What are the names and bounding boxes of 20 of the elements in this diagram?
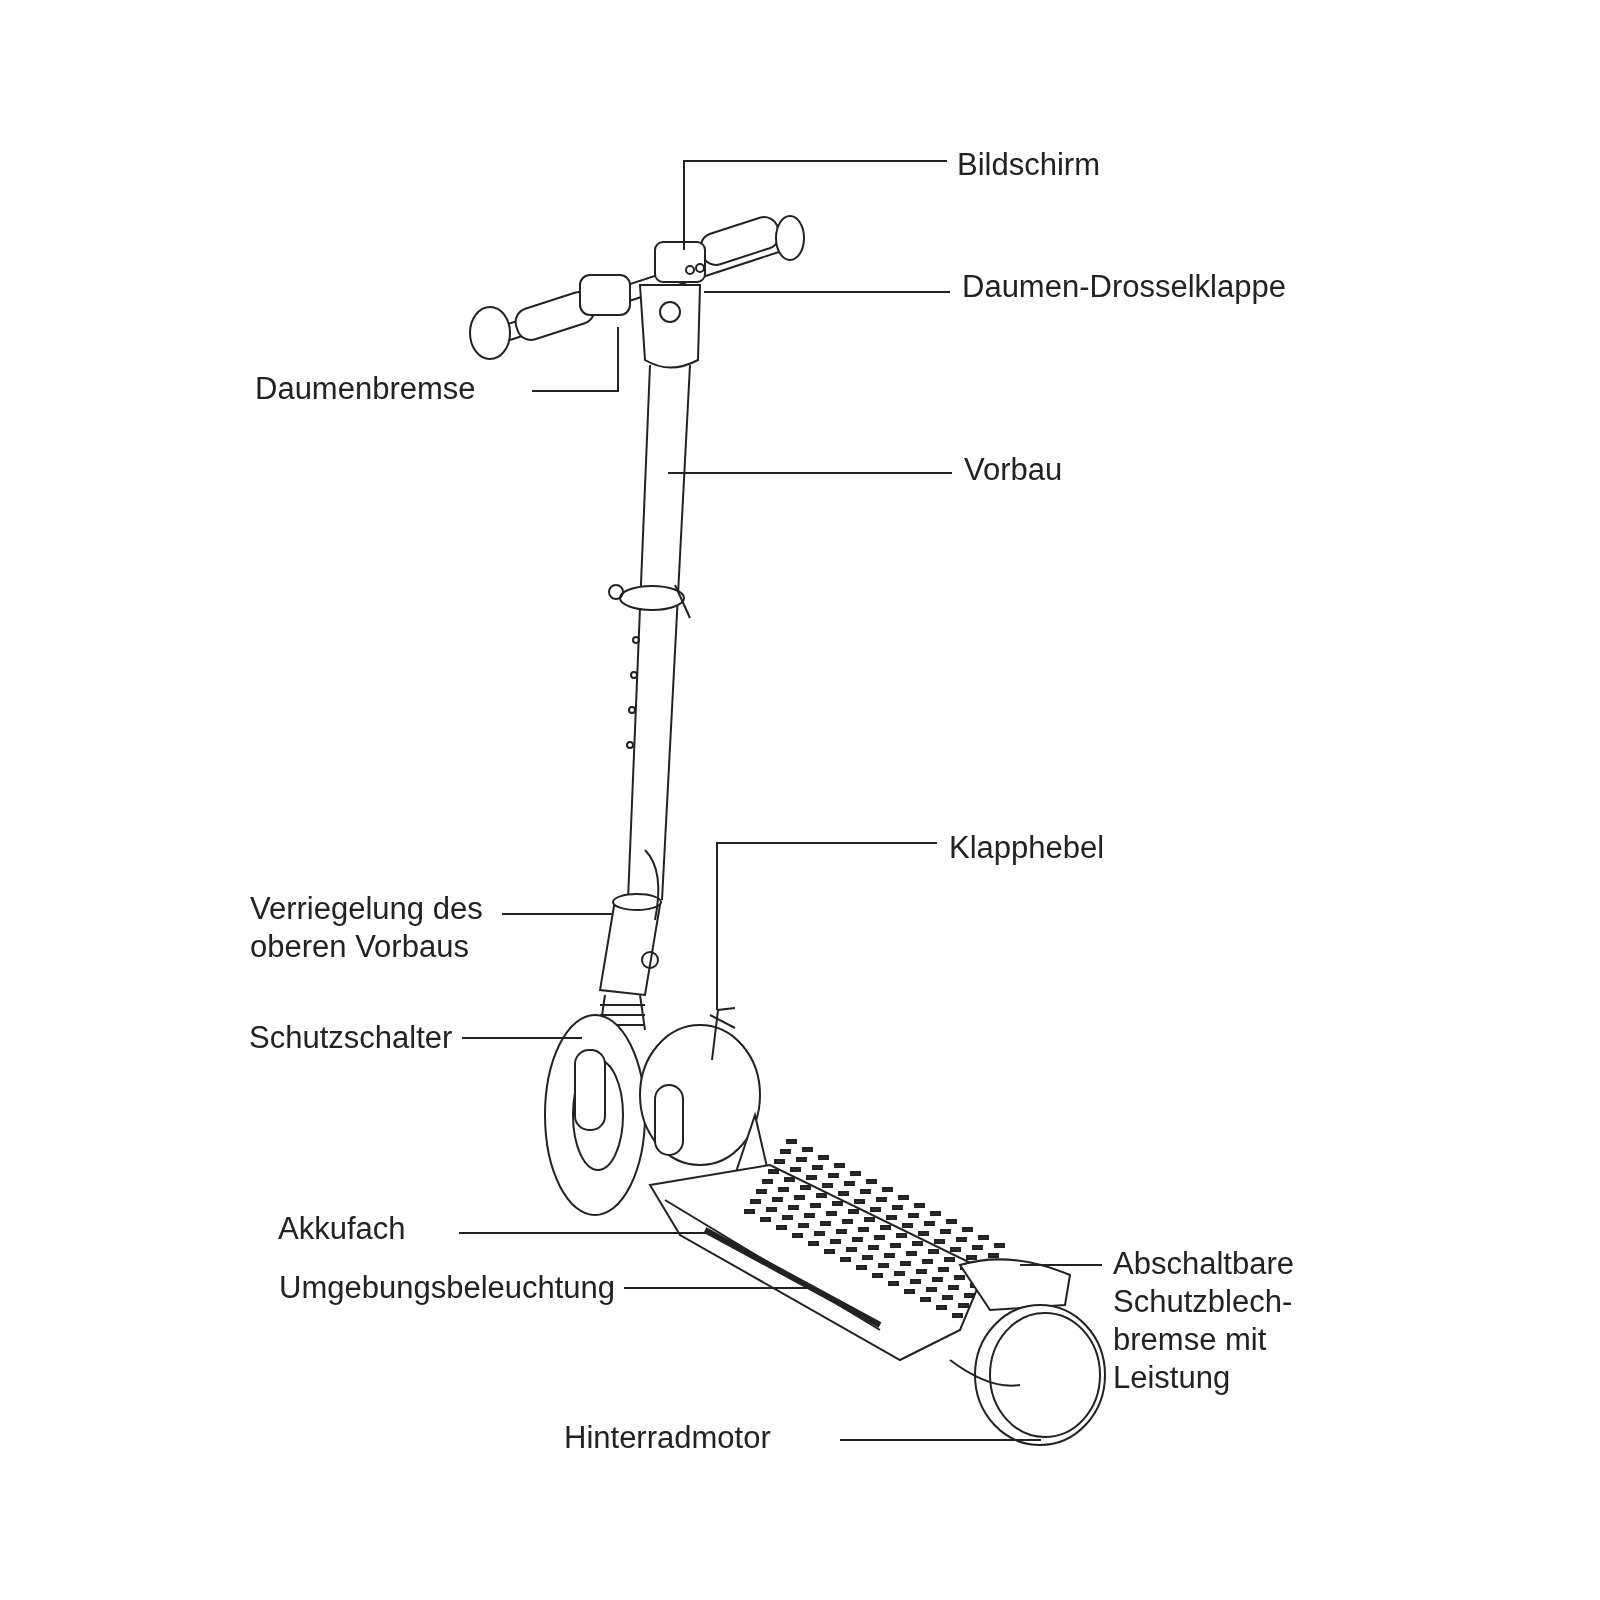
leader-line [716,842,938,1011]
part-label: Akkufach [278,1210,407,1248]
part-label: Vorbau [964,451,1064,489]
leader-line [501,913,613,915]
part-label: Schutzschalter [249,1019,454,1057]
leader-line [667,472,953,474]
leader-line [683,160,948,251]
leader-line [839,1439,1042,1441]
leader-line [531,326,619,392]
part-label: Verriegelung des oberen Vorbaus [250,890,484,966]
part-label: Daumen-Drosselklappe [962,268,1287,306]
part-label: Bildschirm [957,146,1101,184]
leader-line [461,1037,583,1039]
part-label: Klapphebel [949,829,1106,867]
part-label: Abschaltbare Schutzblech-bremse mit Leistung [1113,1245,1295,1397]
leader-line [703,291,951,293]
part-label: Hinterradmotor [564,1419,772,1457]
leader-line [1019,1264,1103,1266]
part-label: Daumenbremse [255,370,477,408]
part-label: Umgebungsbeleuchtung [279,1269,617,1307]
